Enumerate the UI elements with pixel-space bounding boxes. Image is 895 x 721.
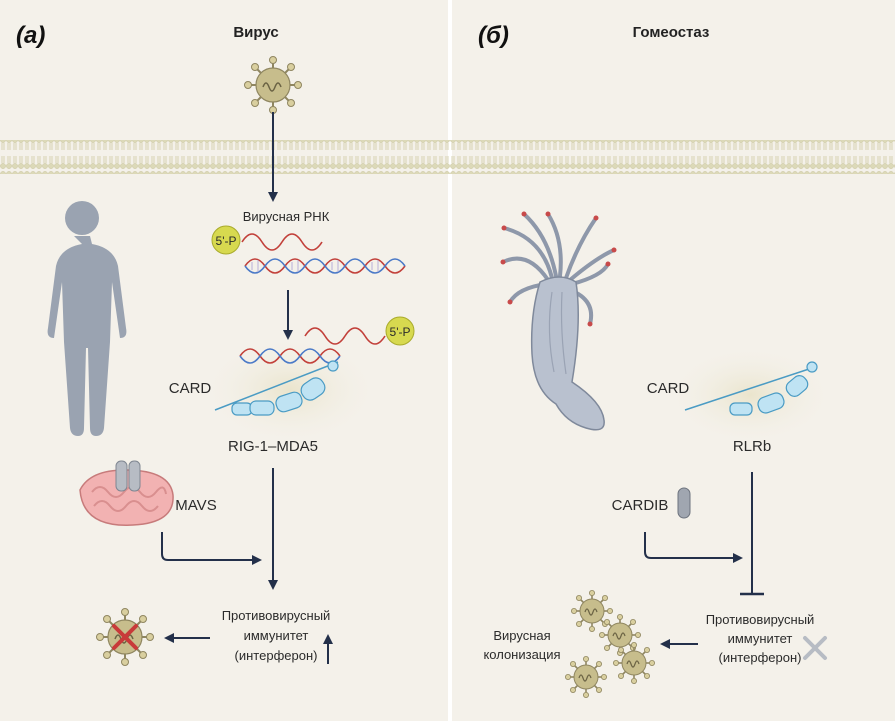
viral-rna-strand [241, 233, 323, 251]
five-p-cap-icon-2 [385, 316, 415, 346]
colonization-label-line1: Вирусная [493, 628, 550, 643]
antiviral-b-label-line2: иммунитет [728, 631, 793, 646]
cardib-protein [677, 487, 691, 519]
hydra-icon [500, 211, 617, 431]
five-p-cap-icon [211, 225, 241, 255]
panel-a-title: Вирус [233, 24, 278, 41]
colonizing-virus-icon [570, 589, 614, 633]
antiviral-label-line1: Противовирусный [222, 608, 331, 623]
rlrb-protein [684, 361, 818, 416]
colonizing-virus-icon [564, 655, 608, 699]
cardib-label: CARDIB [612, 497, 669, 514]
dsrna-helix [244, 258, 406, 274]
virus-icon [243, 55, 303, 115]
receptor-glow [200, 335, 380, 445]
five-p-label-2: 5'-P [390, 325, 411, 339]
viral-rna-strand-2 [304, 327, 386, 345]
antiviral-label-line3: (интерферон) [235, 648, 318, 663]
dsrna-helix-bound [239, 348, 341, 364]
rlrb-label: RLRb [733, 438, 771, 455]
panel-a: (а) Вирус Вирусная РНК 5'-P [16, 22, 415, 667]
human-silhouette-icon [47, 201, 127, 436]
colonizing-virus-icon [612, 641, 656, 685]
antiviral-b-label-line3: (интерферон) [719, 650, 802, 665]
five-p-label: 5'-P [216, 234, 237, 248]
viral-rna-label: Вирусная РНК [243, 209, 330, 224]
antiviral-label-line2: иммунитет [244, 628, 309, 643]
panel-b-letter: (б) [478, 22, 509, 49]
receptor-label: RIG-1–MDA5 [228, 438, 318, 455]
mavs-label: MAVS [175, 497, 216, 514]
panel-a-letter: (а) [16, 22, 45, 49]
panel-b: (б) Гомеостаз [478, 22, 835, 699]
red-cross-icon [112, 624, 138, 650]
antiviral-b-label-line1: Противовирусный [706, 612, 815, 627]
cell-membrane [0, 140, 895, 174]
card-label-b: CARD [647, 380, 690, 397]
cardib-arrow [644, 532, 743, 563]
mavs-protein [115, 460, 141, 492]
gray-cross-icon [803, 636, 827, 660]
mavs-arrow [161, 532, 262, 565]
rlrb-glow [665, 345, 835, 445]
rig-i-mda5-protein [214, 360, 339, 416]
card-label: CARD [169, 380, 212, 397]
colonization-label-line2: колонизация [483, 647, 560, 662]
panel-b-title: Гомеостаз [633, 24, 710, 41]
